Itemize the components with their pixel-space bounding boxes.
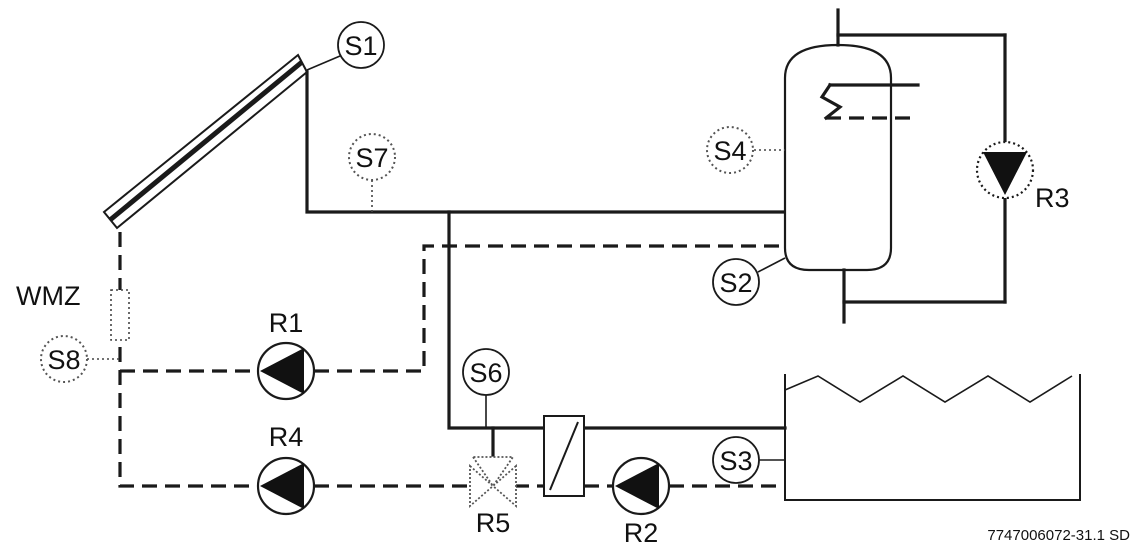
sensor-leaders [87,55,786,461]
supply-pipes [305,70,850,457]
reference-code: 7747006072-31.1 SD [987,527,1130,544]
sensor-s1: S1 [337,21,385,69]
pump-r4-label: R4 [269,422,304,452]
svg-text:S7: S7 [355,143,388,173]
sensor-s3: S3 [712,436,760,484]
pump-r3 [975,140,1035,200]
pump-r2-label: R2 [624,518,659,548]
pump-r1-label: R1 [269,308,304,338]
swimming-pool [784,374,1081,501]
svg-text:S1: S1 [344,31,377,61]
sensor-s4: S4 [706,126,754,174]
solar-collector [102,53,309,230]
return-pipes [118,232,848,488]
sensor-s7: S7 [348,133,396,181]
pump-r4 [256,456,316,516]
pump-r2 [611,456,671,516]
pump-r3-label: R3 [1035,183,1070,213]
storage-tank [783,8,1007,324]
valve-r5-label: R5 [476,508,511,538]
sensor-s6: S6 [462,348,510,396]
svg-text:S2: S2 [719,268,752,298]
wmz-label: WMZ [16,281,80,311]
heat-exchanger [543,415,585,497]
heat-meter [110,289,130,341]
three-way-valve-r5 [469,456,517,508]
pump-r1 [256,341,316,401]
svg-text:S8: S8 [47,345,80,375]
svg-text:S3: S3 [719,446,752,476]
svg-text:S4: S4 [713,136,746,166]
svg-text:S6: S6 [469,358,502,388]
sensor-s8: S8 [40,335,88,383]
sensor-s2: S2 [712,258,760,306]
